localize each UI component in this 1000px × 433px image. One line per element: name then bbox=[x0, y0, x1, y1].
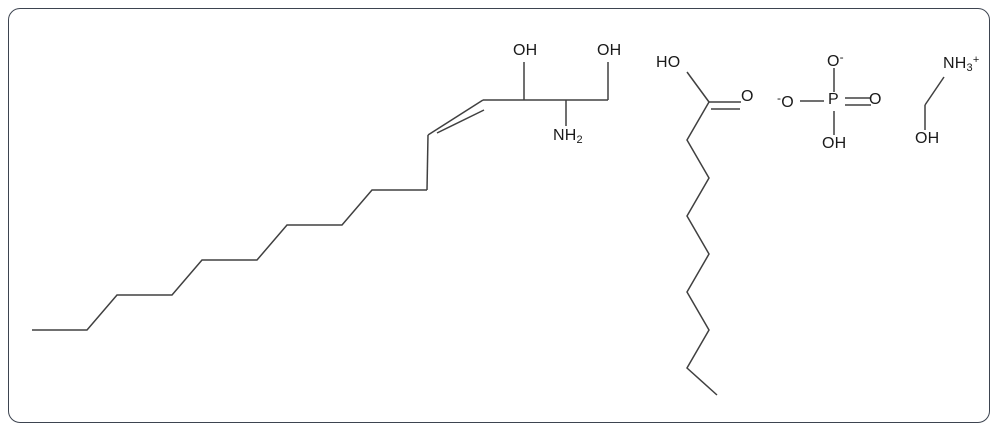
sphingosine-alkyl-chain bbox=[32, 189, 427, 331]
sphingosine-head-bonds bbox=[483, 62, 609, 126]
ammonium-base-text: NH bbox=[943, 54, 967, 72]
phosphate-top-oxygen-label: O- bbox=[827, 51, 844, 70]
sphingosine-c3-hydroxyl-label: OH bbox=[513, 42, 538, 59]
phosphate-top-oxygen-charge: - bbox=[839, 50, 844, 64]
phosphate-right-oxygen-label: O bbox=[869, 91, 882, 108]
phosphorus-label: P bbox=[828, 91, 839, 108]
phosphate-bonds bbox=[800, 68, 871, 135]
amino-base-text: NH bbox=[553, 127, 577, 144]
sphingosine-double-bond bbox=[426, 99, 485, 191]
phosphate-hydroxyl-label: OH bbox=[822, 135, 847, 152]
phosphate-left-oxygen-text: O bbox=[781, 94, 794, 112]
ethanolamine-hydroxyl-label: OH bbox=[915, 130, 940, 147]
fatty-acid-carbonyl-oxygen-label: O bbox=[741, 88, 754, 105]
phosphate-left-oxygen-label: -O bbox=[777, 92, 794, 111]
diagram-border bbox=[8, 8, 990, 423]
ethanolamine-ammonium-label: NH3+ bbox=[943, 55, 979, 74]
sphingosine-amino-label: NH2 bbox=[553, 128, 583, 146]
sphingosine-c1-hydroxyl-label: OH bbox=[597, 42, 622, 59]
phosphate-top-oxygen-text: O bbox=[827, 53, 840, 71]
ammonium-charge: + bbox=[972, 54, 980, 66]
phosphate-left-oxygen-charge: - bbox=[777, 91, 782, 105]
ammonium-subscript: 3 bbox=[966, 62, 973, 75]
amino-subscript: 2 bbox=[576, 134, 583, 147]
fatty-acid-hydroxyl-label: HO bbox=[656, 54, 681, 71]
fatty-acid-bonds bbox=[686, 71, 741, 396]
ethanolamine-bonds bbox=[924, 76, 945, 130]
